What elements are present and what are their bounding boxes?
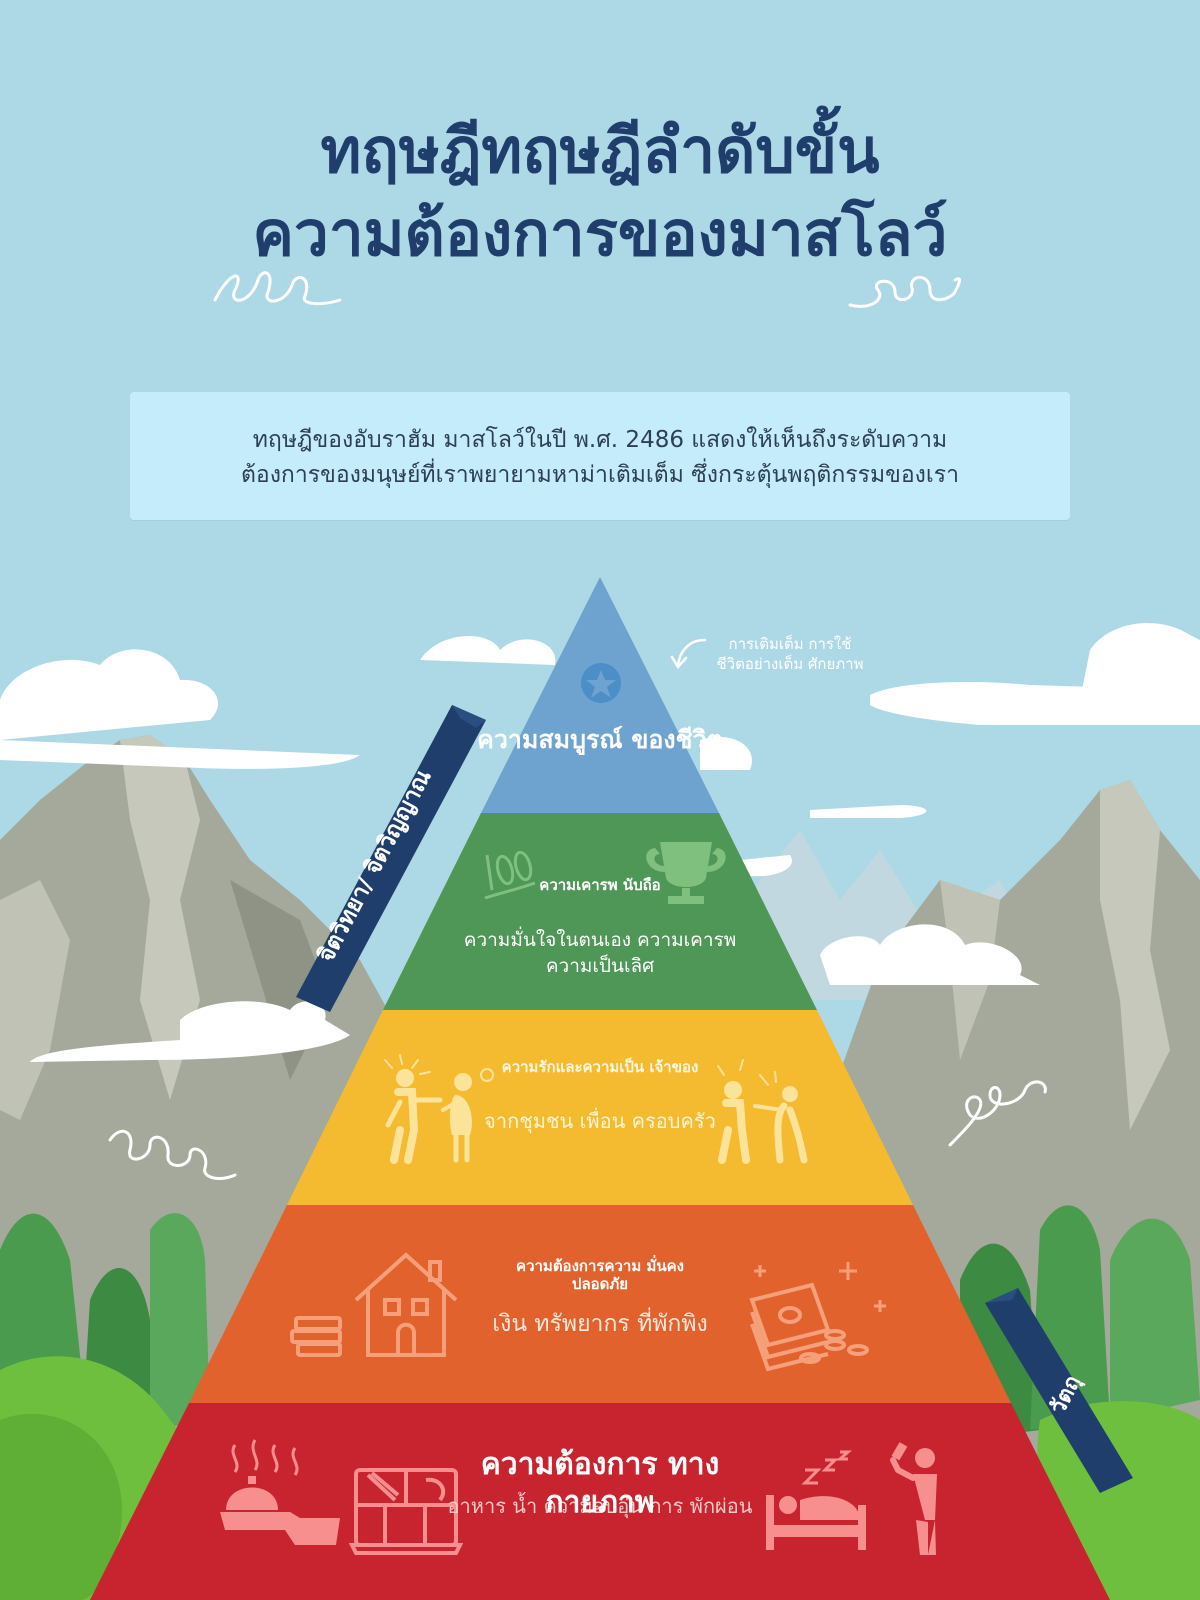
tier-4-description: เงิน ทรัพยากร ที่พักพิง: [492, 1311, 708, 1337]
tree: [1110, 1218, 1200, 1420]
money-icon: [749, 1262, 886, 1372]
bush: [0, 1413, 122, 1600]
mountain-right-highlight: [1100, 780, 1170, 1130]
tier-4-title: ความต้องการความ มั่นคงปลอดภัย: [516, 1257, 684, 1293]
tier-5-description: อาหาร น้ำ ความอบอุ่น การ พักผ่อน: [447, 1494, 753, 1518]
cloud: [700, 736, 752, 770]
cloud: [820, 924, 1040, 985]
intro-text-line-1: ทฤษฎีของอับราฮัม มาสโลว์ในปี พ.ศ. 2486 แ…: [252, 427, 948, 453]
star-icon: [581, 663, 621, 703]
intro-box: ทฤษฎีของอับราฮัม มาสโลว์ในปี พ.ศ. 2486 แ…: [130, 392, 1070, 520]
decorative-squiggles: [108, 271, 1047, 1180]
bed-sleep-icon: [766, 1450, 866, 1550]
cloud: [0, 649, 219, 740]
tier-3-description: จากชุมชน เพื่อน ครอบครัว: [484, 1109, 716, 1133]
tier-4-band: [189, 1205, 1011, 1403]
cloud: [870, 682, 1200, 725]
mountain-left-highlight: [120, 735, 200, 1100]
tier-2-title: ความเคารพ นับถือ: [539, 876, 661, 894]
squiggle: [213, 271, 342, 306]
intro-text-line-2: ต้องการของมนุษย์ที่เราพยายามหาม่าเติมเต็…: [240, 462, 960, 488]
cloud: [420, 636, 556, 665]
squiggle: [848, 275, 961, 308]
tier-3-band: [287, 1010, 913, 1205]
page-title-line-2: ความต้องการของมาสโลว์: [252, 197, 948, 270]
tier-3-title: ความรักและความเป็น เจ้าของ: [501, 1058, 699, 1076]
trees-left: [0, 1213, 210, 1600]
annotation-arrow: [676, 638, 707, 667]
tier-2-description: ความมั่นใจในตนเอง ความเคารพ ความเป็นเลิศ: [463, 929, 737, 978]
squiggle: [948, 1080, 1047, 1147]
tier-1-title: ความสมบูรณ์ ของชีวิต: [477, 725, 723, 754]
ribbon-left-shape: [296, 705, 486, 1012]
squiggle: [108, 1129, 237, 1180]
cloud-streak: [0, 740, 360, 769]
cloud-streak: [810, 805, 927, 818]
person-drinking-icon: [890, 1442, 937, 1555]
clouds: [0, 623, 1200, 1062]
serving-dish-icon: [220, 1439, 340, 1545]
cloud: [30, 1001, 350, 1062]
annotation-arrowhead: [670, 655, 688, 670]
house-icon: [354, 1252, 458, 1357]
100-icon: [484, 850, 536, 900]
food-tray-icon: [348, 1468, 464, 1555]
ribbon-right-shape: [985, 1288, 1133, 1493]
cloud: [1080, 623, 1200, 700]
tier-5-title: ความต้องการ ทางกายภาพ: [480, 1447, 720, 1521]
tree: [150, 1213, 210, 1430]
trophy-icon: [646, 842, 726, 904]
people-arguing-icon: [384, 1054, 494, 1164]
cloud: [740, 855, 792, 877]
mountain-left-highlight: [0, 880, 70, 1120]
tier-5-band: [90, 1403, 1110, 1600]
page-title-line-1: ทฤษฎีทฤษฎีลำดับขั้น: [320, 114, 880, 187]
books-icon: [290, 1316, 342, 1357]
people-pointing-icon: [717, 1059, 808, 1164]
self-actualization-annotation: การเติมเต็ม การใช้ ชีวิตอย่างเต็ม ศักยภา…: [716, 635, 864, 674]
